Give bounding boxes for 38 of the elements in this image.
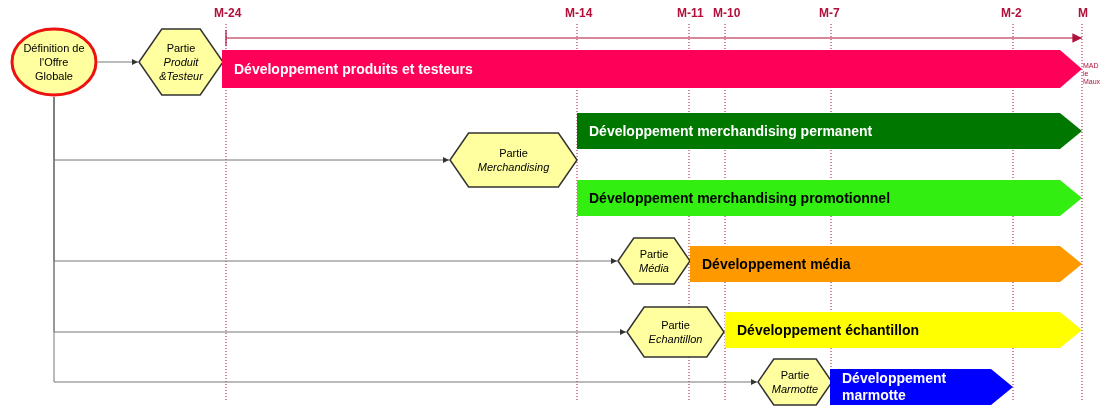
arrow-bar [577, 180, 1082, 216]
part-name: Merchandising [476, 160, 551, 174]
ellipse-node [10, 27, 98, 97]
arrow-bar [690, 246, 1082, 282]
milestone-label: M-24 [214, 6, 242, 20]
bar-label: Développement produits et testeurs [234, 60, 473, 78]
node-label: Définition de l'Offre Globale [22, 41, 86, 83]
part-name: Produit &Testeur [158, 55, 204, 83]
arrow-bar [725, 312, 1082, 348]
part-heading: Partie [780, 368, 810, 382]
bar-label: Développement média [702, 255, 851, 273]
bar-label: Développement marmotte [842, 370, 948, 404]
milestone-label: M-14 [565, 6, 593, 20]
hexagon-node [757, 358, 833, 406]
hexagon-node [617, 237, 691, 285]
bar-label: Développement merchandising permanent [589, 122, 873, 140]
milestone-label: M-2 [1001, 6, 1022, 20]
part-heading: Partie [639, 247, 669, 261]
connector-arrow [97, 59, 139, 65]
milestone-label: M-10 [713, 6, 741, 20]
milestone-label: M-11 [677, 6, 704, 20]
arrow-bar [830, 369, 1013, 405]
arrow-bar [222, 50, 1082, 88]
part-heading: Partie [166, 41, 196, 55]
hexagon-node [626, 306, 725, 358]
milestone-label: M [1078, 6, 1088, 20]
part-name: Média [638, 261, 670, 275]
part-heading: Partie [661, 318, 690, 332]
part-heading: Partie [499, 146, 528, 160]
hexagon-node [449, 132, 578, 188]
bar-label: Développement merchandising promotionnel [589, 189, 891, 207]
part-name: Echantillon [647, 332, 704, 346]
connector-arrow [53, 96, 758, 385]
part-name: Marmotte [770, 382, 820, 396]
arrow-bar [577, 113, 1082, 149]
hexagon-node [138, 28, 224, 96]
milestone-label: M-7 [819, 6, 840, 20]
bar-label: Développement échantillon [737, 321, 920, 339]
